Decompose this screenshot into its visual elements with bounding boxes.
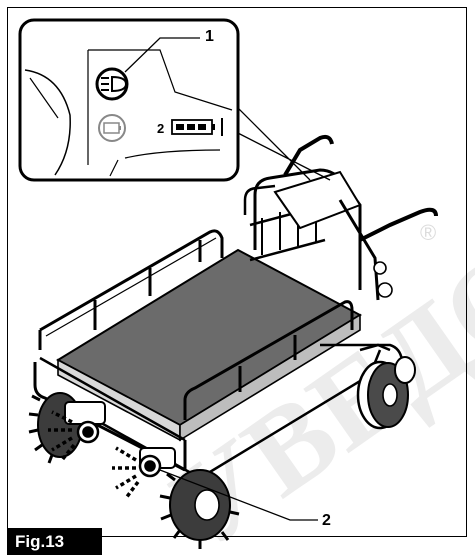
- light-beams: [48, 410, 140, 500]
- callout-2-leader: [159, 469, 318, 521]
- callout-2: 2: [322, 512, 331, 529]
- battery-level-icon: [171, 118, 223, 136]
- bed-front: [179, 313, 361, 442]
- battery-button-icon: [98, 114, 126, 142]
- indicator-number: 2: [157, 121, 164, 136]
- rail-front: [33, 362, 186, 472]
- rail-right: [183, 300, 354, 420]
- front-right-wheel: [159, 469, 240, 549]
- callout-1: 1: [205, 28, 214, 45]
- headlight-button-icon: [95, 67, 129, 101]
- headlight-right: [138, 447, 176, 478]
- detail-inset: 2: [18, 18, 331, 182]
- registered-mark: ®: [420, 220, 436, 245]
- figure-frame: [7, 7, 467, 537]
- handlebar-left: [283, 134, 334, 177]
- handlebar-right: [359, 207, 438, 242]
- rail-left: [39, 229, 224, 332]
- headlight-left: [64, 401, 106, 444]
- callout-1-leader: [124, 37, 200, 73]
- caster-wheel: [356, 343, 416, 430]
- figure-label: Fig.13: [7, 528, 102, 555]
- control-box: [273, 170, 362, 230]
- wheelbarrow-drawing: [28, 134, 438, 549]
